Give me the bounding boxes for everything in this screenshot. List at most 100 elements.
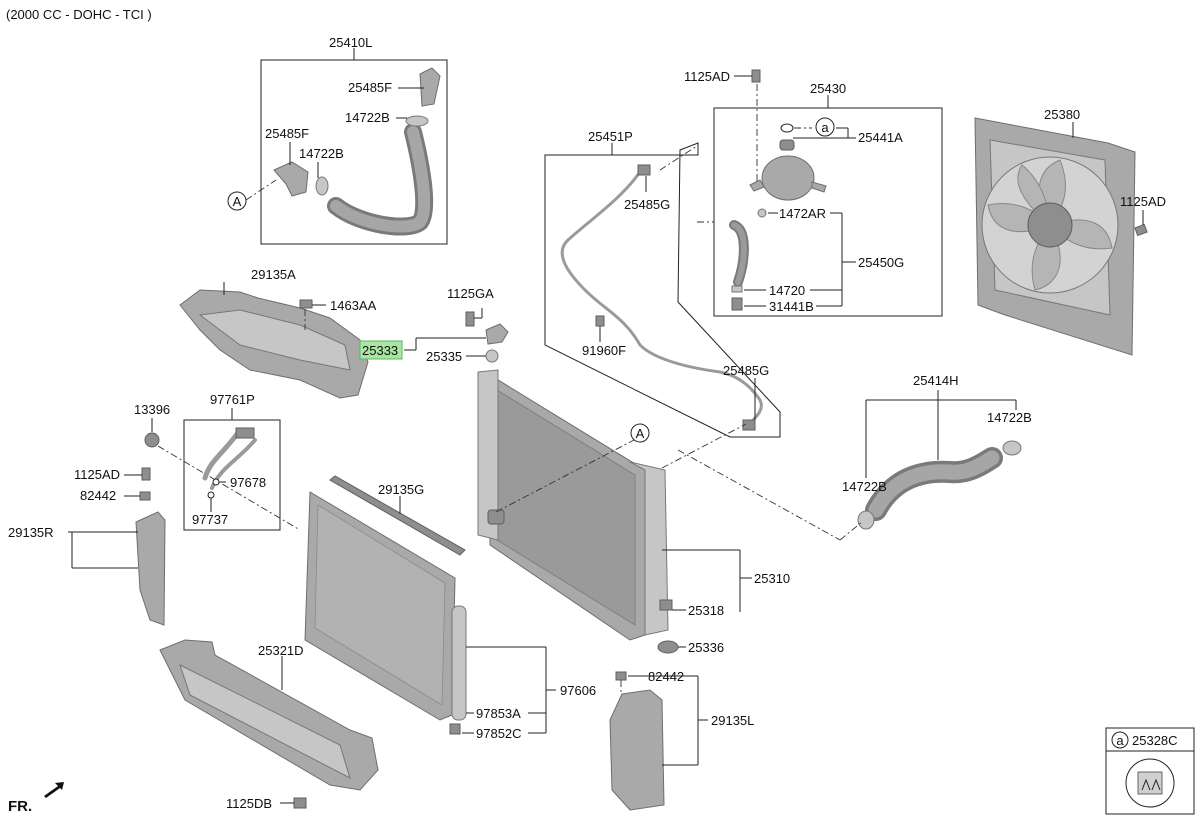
fan-shroud-assembly bbox=[974, 117, 1148, 356]
hose-fitting-upper bbox=[419, 67, 441, 107]
upper-hose-group bbox=[245, 48, 448, 245]
label-1125AD-reservoir: 1125AD bbox=[684, 69, 730, 84]
label-25335: 25335 bbox=[426, 349, 462, 364]
label-29135G: 29135G bbox=[378, 482, 424, 497]
label-97853A: 97853A bbox=[476, 706, 521, 721]
ref-circles: A A a bbox=[227, 117, 835, 443]
label-1463AA: 1463AA bbox=[330, 298, 377, 313]
label-25441A: 25441A bbox=[858, 130, 903, 145]
lower-hose-clamp-right bbox=[1002, 440, 1022, 456]
reservoir-oring bbox=[780, 123, 794, 133]
coolant-reservoir-tank bbox=[761, 155, 815, 201]
oring-97678 bbox=[212, 478, 220, 486]
group-box-25451P bbox=[544, 142, 781, 438]
highlight-25333 bbox=[359, 340, 403, 360]
bolt-1125DB bbox=[293, 797, 307, 809]
vent-hose-group bbox=[544, 142, 781, 469]
label-25318: 25318 bbox=[688, 603, 724, 618]
vent-hose-clip-upper bbox=[637, 164, 651, 176]
circle-marker-A-radiator bbox=[630, 423, 650, 443]
front-arrow-icon bbox=[44, 782, 64, 798]
vent-hose bbox=[560, 170, 763, 427]
label-14722B-lower: 14722B bbox=[299, 146, 344, 161]
seal-strip-29135G bbox=[329, 475, 466, 556]
label-1125AD-left: 1125AD bbox=[74, 467, 120, 482]
label-31441B: 31441B bbox=[769, 299, 814, 314]
reservoir-cap bbox=[779, 139, 795, 151]
label-25430: 25430 bbox=[810, 81, 846, 96]
radiator-assembly bbox=[477, 369, 752, 654]
label-25485G-upper: 25485G bbox=[624, 197, 670, 212]
side-air-guard-29135R bbox=[135, 511, 166, 626]
hose-clamp-upper bbox=[405, 115, 429, 127]
vent-hose-clip-lower bbox=[742, 419, 756, 431]
oring-25335 bbox=[485, 349, 499, 363]
label-1125GA: 1125GA bbox=[447, 286, 494, 301]
engine-spec-header: (2000 CC - DOHC - TCI ) bbox=[6, 7, 152, 22]
label-91960F: 91960F bbox=[582, 343, 626, 358]
label-29135R: 29135R bbox=[8, 525, 54, 540]
label-25310: 25310 bbox=[754, 571, 790, 586]
legend-ref-marker: a bbox=[1116, 733, 1124, 748]
upper-air-guard bbox=[179, 282, 369, 399]
label-97761P: 97761P bbox=[210, 392, 255, 407]
svg-text:A: A bbox=[233, 194, 242, 209]
left-side-group bbox=[68, 408, 301, 626]
radiator-side-tank bbox=[629, 461, 669, 636]
label-97606: 97606 bbox=[560, 683, 596, 698]
reservoir-hose-clamp bbox=[731, 285, 743, 293]
label-25328C: 25328C bbox=[1132, 733, 1178, 748]
mount-13396 bbox=[144, 432, 160, 448]
label-25485G-lower: 25485G bbox=[723, 363, 769, 378]
label-25450G: 25450G bbox=[858, 255, 904, 270]
label-14720: 14720 bbox=[769, 283, 805, 298]
label-1125AD-shroud: 1125AD bbox=[1120, 194, 1166, 209]
label-25485F-upper: 25485F bbox=[348, 80, 392, 95]
receiver-drier-97606 bbox=[451, 605, 467, 721]
label-14722B-right: 14722B bbox=[987, 410, 1032, 425]
legend-box bbox=[1105, 727, 1195, 815]
label-29135A: 29135A bbox=[251, 267, 296, 282]
front-direction-indicator: FR. bbox=[8, 782, 64, 815]
svg-text:a: a bbox=[821, 120, 829, 135]
label-25336: 25336 bbox=[688, 640, 724, 655]
hose-fitting-lower bbox=[273, 161, 309, 197]
circle-marker-a-reservoir bbox=[815, 117, 835, 137]
label-14722B-left: 14722B bbox=[842, 479, 887, 494]
clip-1463AA bbox=[299, 299, 313, 309]
radiator-mount-25336 bbox=[657, 640, 679, 654]
vent-hose-clamp bbox=[595, 315, 605, 327]
right-guard-group bbox=[609, 671, 708, 811]
label-25485F-lower: 25485F bbox=[265, 126, 309, 141]
lower-hose-group bbox=[677, 390, 1022, 541]
ac-pipe-block bbox=[235, 427, 255, 439]
drier-cap-97852C bbox=[449, 723, 461, 735]
label-25321D: 25321D bbox=[258, 643, 304, 658]
circle-marker-A-top bbox=[227, 191, 247, 211]
label-97852C: 97852C bbox=[476, 726, 522, 741]
fan-motor bbox=[1027, 202, 1073, 248]
label-82442-left: 82442 bbox=[80, 488, 116, 503]
condenser-group bbox=[304, 475, 556, 735]
label-82442-right: 82442 bbox=[648, 669, 684, 684]
label-25333: 25333 bbox=[362, 343, 398, 358]
bolt-1125AD-left bbox=[141, 467, 151, 481]
shroud-bolt bbox=[1134, 223, 1148, 237]
label-29135L: 29135L bbox=[711, 713, 754, 728]
hose-clamp-lower bbox=[315, 176, 329, 196]
svg-text:A: A bbox=[636, 426, 645, 441]
label-14722B-upper: 14722B bbox=[345, 110, 390, 125]
drain-cock bbox=[485, 323, 509, 345]
front-label: FR. bbox=[8, 798, 32, 815]
label-97737: 97737 bbox=[192, 512, 228, 527]
label-1472AR: 1472AR bbox=[779, 206, 826, 221]
group-box-25430 bbox=[713, 107, 943, 317]
oring-97737 bbox=[207, 491, 215, 499]
label-25380: 25380 bbox=[1044, 107, 1080, 122]
legend-25328C: a bbox=[1105, 727, 1195, 815]
reservoir-group bbox=[697, 69, 943, 317]
radiator-inlet bbox=[487, 509, 505, 525]
reservoir-hose-clip bbox=[757, 208, 767, 218]
bolt-1125GA bbox=[465, 311, 475, 327]
